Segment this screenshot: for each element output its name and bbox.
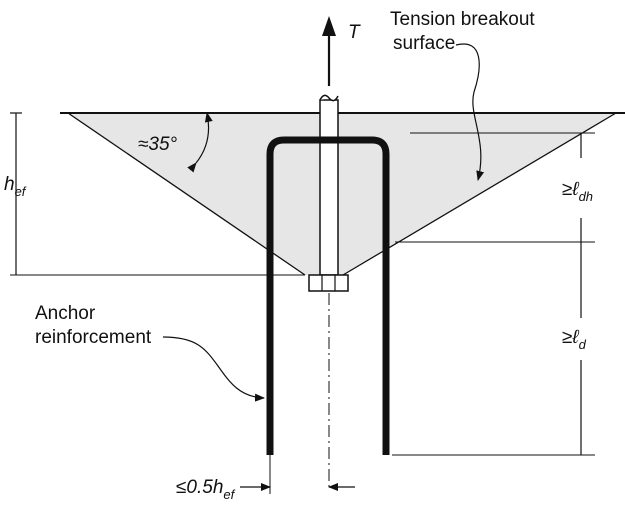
ldh-label: ≥ℓdh	[562, 179, 593, 204]
reinforcement-label-line1: Anchor	[35, 303, 96, 324]
cone-left-edge	[67, 112, 306, 276]
hef-label: hef	[4, 174, 27, 199]
breakout-label-line2: surface	[393, 33, 455, 54]
spacing-label: ≤0.5hef	[176, 477, 236, 502]
breakout-leader	[455, 43, 485, 181]
ld-label: ≥ℓd	[562, 327, 587, 352]
tension-label: T	[348, 22, 361, 43]
tension-arrow-head	[322, 16, 336, 36]
angle-arc	[187, 112, 213, 173]
breakout-label-line1: Tension breakout	[390, 9, 535, 30]
angle-label: ≈35°	[138, 134, 178, 155]
reinforcement-leader	[162, 336, 265, 402]
reinforcement-label-line2: reinforcement	[35, 327, 152, 348]
anchor-rod	[319, 99, 339, 276]
anchor-rod-break	[319, 94, 339, 102]
anchor-head	[308, 274, 349, 292]
hairpin-reinforcement	[266, 136, 390, 455]
